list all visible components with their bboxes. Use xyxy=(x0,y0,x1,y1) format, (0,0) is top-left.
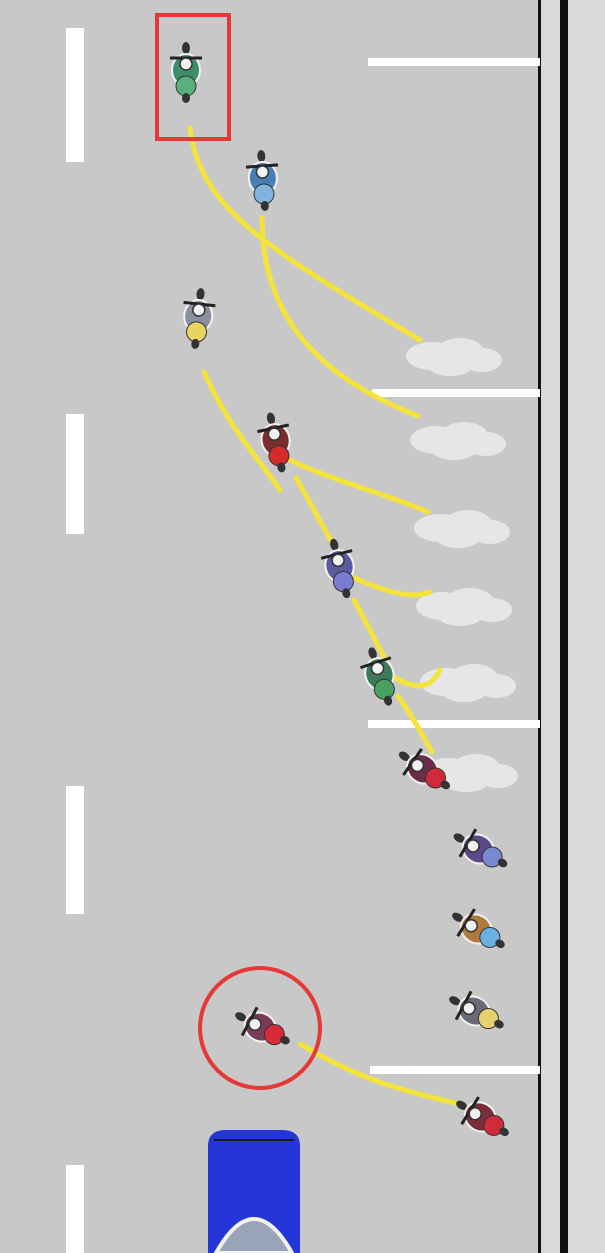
road-shoulder xyxy=(540,0,605,1253)
road-edge-line xyxy=(538,0,541,1253)
car-icon xyxy=(208,1130,300,1253)
road-edge-line-thick xyxy=(560,0,568,1253)
